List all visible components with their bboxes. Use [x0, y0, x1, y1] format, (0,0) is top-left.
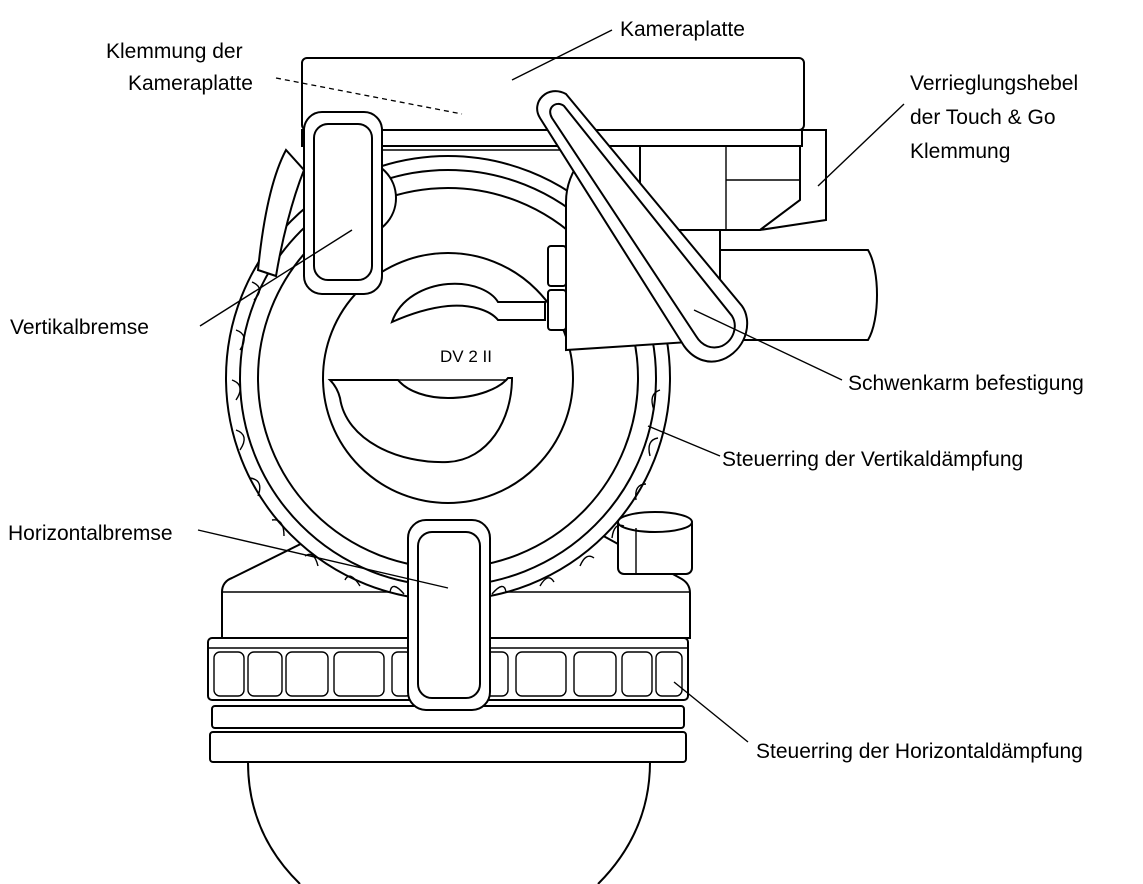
side-knob-lower	[547, 289, 567, 331]
leader-steuerring-horizontal	[673, 681, 749, 743]
label-kameraplatte: Kameraplatte	[620, 18, 745, 41]
label-schwenkarm: Schwenkarm befestigung	[848, 372, 1084, 395]
label-vertikalbremse: Vertikalbremse	[10, 316, 149, 339]
label-klemmung-2: Kameraplatte	[128, 72, 253, 95]
label-steuerring-vertikal: Steuerring der Vertikaldämpfung	[722, 448, 1023, 471]
side-knob-upper	[547, 245, 567, 287]
pan-bar	[719, 249, 878, 341]
leader-steuerring-vertikal	[647, 425, 721, 457]
base-ring-lower	[209, 731, 687, 763]
touch-go-lever[interactable]	[536, 90, 749, 363]
leader-kameraplatte	[511, 29, 613, 81]
horizontal-brake-lever[interactable]	[407, 519, 491, 711]
label-horizontalbremse: Horizontalbremse	[8, 522, 173, 545]
leader-verrieglung	[817, 103, 905, 187]
bowl-dome	[247, 761, 651, 884]
leader-klemmung	[275, 77, 463, 115]
touch-go-clamp	[639, 129, 827, 231]
label-verrieglung-3: Klemmung	[910, 140, 1010, 163]
base-knob	[617, 511, 693, 575]
leader-vertikalbremse	[199, 229, 353, 327]
label-klemmung-1: Klemmung der	[106, 40, 243, 63]
logo-cutout-bottom	[327, 377, 514, 464]
label-verrieglung-1: Verrieglungshebel	[910, 72, 1078, 95]
model-name: DV 2 II	[440, 347, 492, 366]
leader-horizontalbremse	[197, 529, 449, 589]
logo-cutout-top	[390, 282, 546, 324]
leader-schwenkarm	[693, 309, 843, 381]
label-verrieglung-2: der Touch & Go	[910, 106, 1056, 129]
label-steuerring-horizontal: Steuerring der Horizontaldämpfung	[756, 740, 1083, 763]
